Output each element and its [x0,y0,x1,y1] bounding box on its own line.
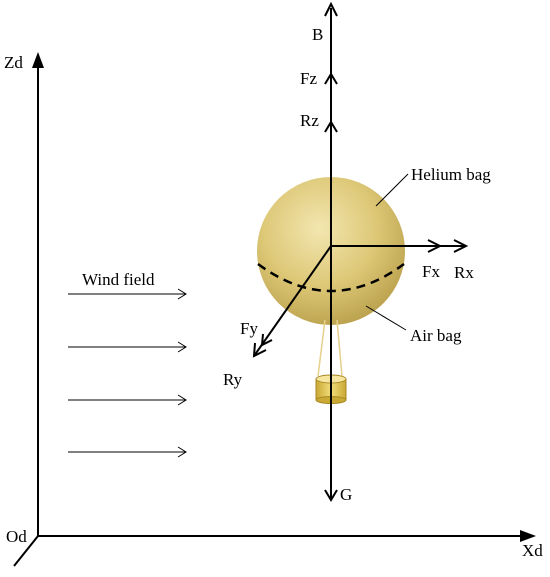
ry-arrowhead [252,342,267,358]
wind-arrowhead [177,341,187,353]
ry-label: Ry [223,370,243,389]
wind-arrowhead [177,288,187,300]
air-bag-label: Air bag [410,326,462,345]
rx-arrowhead [453,239,469,253]
diagonal-force-axis [253,245,332,357]
od-label: Od [6,527,27,546]
b-label: B [312,25,323,44]
wind-field-label: Wind field [82,270,155,289]
rz-label: Rz [300,111,319,130]
fz-arrowhead [324,72,338,85]
fx-label: Fx [422,262,440,281]
od-diagonal-line [13,535,39,567]
helium-bag-leader-line [375,173,409,207]
fy-label: Fy [240,319,258,338]
suspension-line-right [336,319,343,377]
zd-axis-arrowhead [32,52,44,68]
suspension-line-left [317,319,326,377]
xd-label: Xd [522,541,543,560]
rz-arrowhead [324,120,338,133]
zd-label: Zd [4,53,23,72]
wind-arrowhead [177,446,187,458]
wind-arrowhead [177,394,187,406]
rx-label: Rx [454,263,474,282]
fy-arrowhead [260,333,273,347]
wind-field-arrows [68,288,187,458]
fz-label: Fz [300,69,317,88]
air-bag-leader-line [365,305,407,331]
helium-bag-label: Helium bag [411,165,491,184]
xd-axis-arrowhead [520,530,536,542]
g-label: G [340,485,352,504]
fx-arrowhead [427,239,443,253]
b-arrowhead [324,1,338,17]
g-arrowhead [324,489,338,502]
